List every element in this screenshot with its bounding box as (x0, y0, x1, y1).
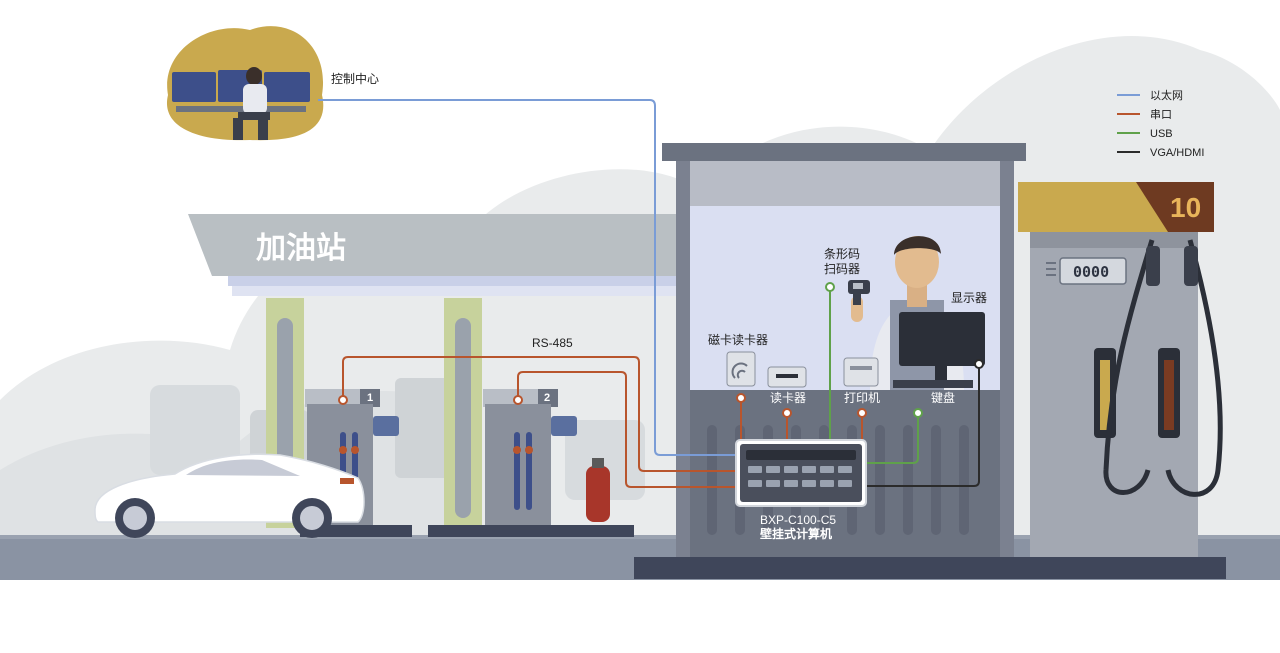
mag-card-reader-icon (726, 351, 756, 387)
station-canopy (188, 214, 680, 296)
road-edge (0, 535, 1280, 539)
barcode-scanner-label-2: 扫码器 (824, 262, 860, 276)
legend-label-usb: USB (1150, 128, 1173, 140)
card-reader-icon (767, 366, 807, 388)
display-label: 显示器 (951, 291, 987, 305)
card-reader-label: 读卡器 (770, 391, 806, 405)
printer-icon (843, 357, 879, 387)
legend-label-serial: 串口 (1150, 108, 1172, 121)
computer-type: 壁挂式计算机 (760, 526, 832, 541)
legend: 以太网 串口 USB VGA/HDMI (1117, 89, 1204, 159)
barcode-scanner-label-1: 条形码 (824, 247, 860, 261)
dispenser-meter: 0000 (1073, 263, 1109, 281)
fire-extinguisher-icon (586, 458, 610, 522)
embedded-computer-icon (735, 439, 867, 507)
control-center-icon (166, 26, 324, 141)
port-dots (338, 282, 984, 418)
legend-label-ethernet: 以太网 (1150, 89, 1183, 102)
mag-card-reader-label: 磁卡读卡器 (708, 332, 768, 347)
control-center-label: 控制中心 (331, 71, 379, 86)
car-icon (94, 453, 365, 538)
usb-line-keyboard (866, 413, 919, 464)
printer-label: 打印机 (844, 391, 880, 405)
computer-model: BXP-C100-C5 (760, 513, 836, 527)
barcode-scanner-icon (848, 280, 870, 305)
legend-label-vga: VGA/HDMI (1150, 147, 1204, 159)
station-title: 加油站 (256, 231, 346, 266)
ethernet-line (318, 99, 740, 456)
rs485-label: RS-485 (532, 336, 573, 350)
serial-line-pump2 (517, 371, 740, 488)
fuel-dispenser-10 (1018, 182, 1223, 557)
vga-line-monitor (866, 364, 980, 487)
dispenser-number: 10 (1170, 192, 1201, 223)
pump-2-number: 2 (544, 392, 550, 404)
monitor-icon (893, 312, 985, 388)
keyboard-label: 键盘 (931, 390, 955, 405)
connection-lines (318, 99, 980, 488)
pump-1-number: 1 (367, 392, 373, 404)
serial-line-pump1 (342, 356, 740, 472)
